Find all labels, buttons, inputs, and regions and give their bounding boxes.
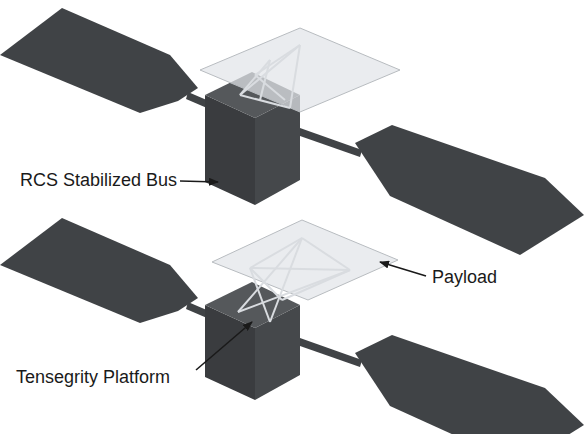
top-satellite [0,8,584,255]
tensegrity-struts [240,45,300,108]
part-label: Tensegrity Platform [16,368,170,388]
part-label: RCS Stabilized Bus [20,171,177,191]
tensegrity-struts [238,238,350,322]
panel-boom [300,128,362,157]
solar-panel [355,125,584,255]
bottom-satellite [0,218,584,434]
solar-panel [0,218,198,323]
payload-plate [200,28,400,112]
solar-panel [355,335,584,434]
panel-boom [300,338,362,367]
payload-plate [212,220,398,300]
leader-lines [180,181,426,370]
part-label: Payload [432,268,497,288]
solar-panel [0,8,198,113]
